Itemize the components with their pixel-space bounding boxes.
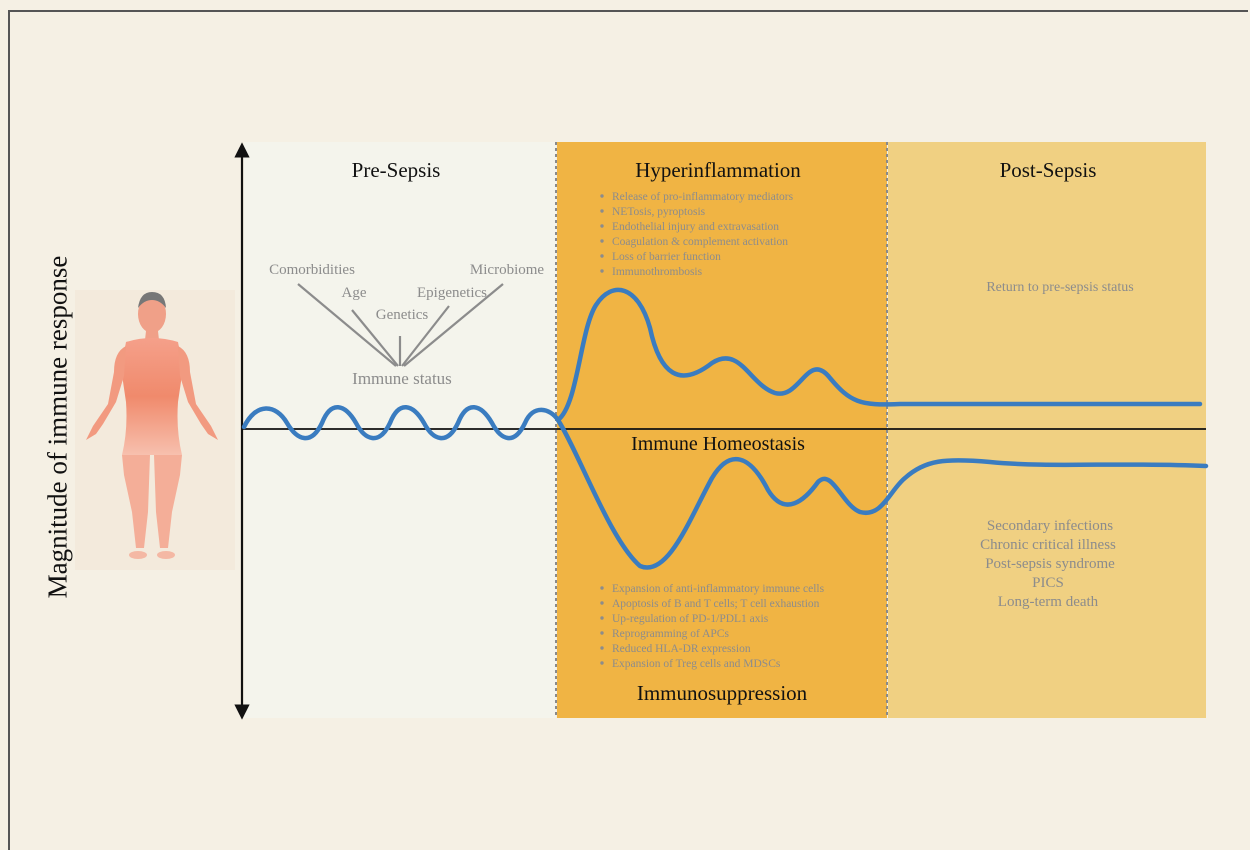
outcome-item: Post-sepsis syndrome (985, 556, 1115, 572)
outcome-item: Long-term death (998, 594, 1099, 610)
pre-sepsis-panel (244, 142, 556, 718)
factor-comorbidities: Comorbidities (269, 262, 355, 278)
immune-homeostasis-label: Immune Homeostasis (631, 433, 805, 455)
human-body-icon (75, 290, 235, 570)
post-sepsis-panel (888, 142, 1206, 718)
hyperinflammation-panel (557, 142, 887, 718)
list-item: Up-regulation of PD-1/PDL1 axis (612, 613, 769, 625)
pre-sepsis-oscillation (241, 405, 561, 441)
list-item: Apoptosis of B and T cells; T cell exhau… (612, 598, 820, 610)
list-item: Loss of barrier function (612, 251, 721, 263)
hyperinflammation-curve (555, 287, 1203, 423)
list-item: Expansion of Treg cells and MDSCs (612, 658, 781, 670)
list-item: Expansion of anti-inflammatory immune ce… (612, 583, 825, 595)
diagram-text: Pre-Sepsis Hyperinflammation Post-Sepsis… (269, 158, 1134, 705)
immune-status-label: Immune status (352, 369, 452, 388)
list-item: Endothelial injury and extravasation (612, 221, 779, 233)
list-item: Reprogramming of APCs (612, 628, 729, 640)
list-item: NETosis, pyroptosis (612, 206, 706, 218)
factor-age: Age (342, 285, 367, 301)
list-item: Reduced HLA-DR expression (612, 643, 751, 655)
hyperinflammation-list: Release of pro-inflammatory mediators NE… (600, 191, 794, 278)
factor-epigenetics: Epigenetics (417, 285, 487, 301)
list-item: Coagulation & complement activation (612, 236, 788, 248)
hyperinflammation-title: Hyperinflammation (635, 158, 801, 182)
factor-genetics: Genetics (376, 307, 429, 323)
pre-sepsis-title: Pre-Sepsis (352, 158, 441, 182)
list-item: Release of pro-inflammatory mediators (612, 191, 794, 203)
immunosuppression-list: Expansion of anti-inflammatory immune ce… (600, 583, 825, 670)
post-sepsis-outcomes: Secondary infections Chronic critical il… (980, 518, 1116, 610)
outcome-item: PICS (1032, 575, 1064, 591)
immune-curves (241, 287, 1209, 570)
factor-microbiome: Microbiome (470, 262, 544, 278)
figure-frame (8, 10, 1248, 850)
y-axis-title: Magnitude of immune response (42, 255, 73, 599)
outcome-item: Secondary infections (987, 518, 1113, 534)
immunosuppression-label: Immunosuppression (637, 681, 808, 705)
list-item: Immunothrombosis (612, 266, 703, 278)
return-to-pre-sepsis: Return to pre-sepsis status (986, 280, 1133, 295)
post-sepsis-title: Post-Sepsis (1000, 158, 1097, 182)
immunosuppression-curve (555, 417, 1209, 570)
outcome-item: Chronic critical illness (980, 537, 1116, 553)
factor-lines (297, 283, 504, 367)
